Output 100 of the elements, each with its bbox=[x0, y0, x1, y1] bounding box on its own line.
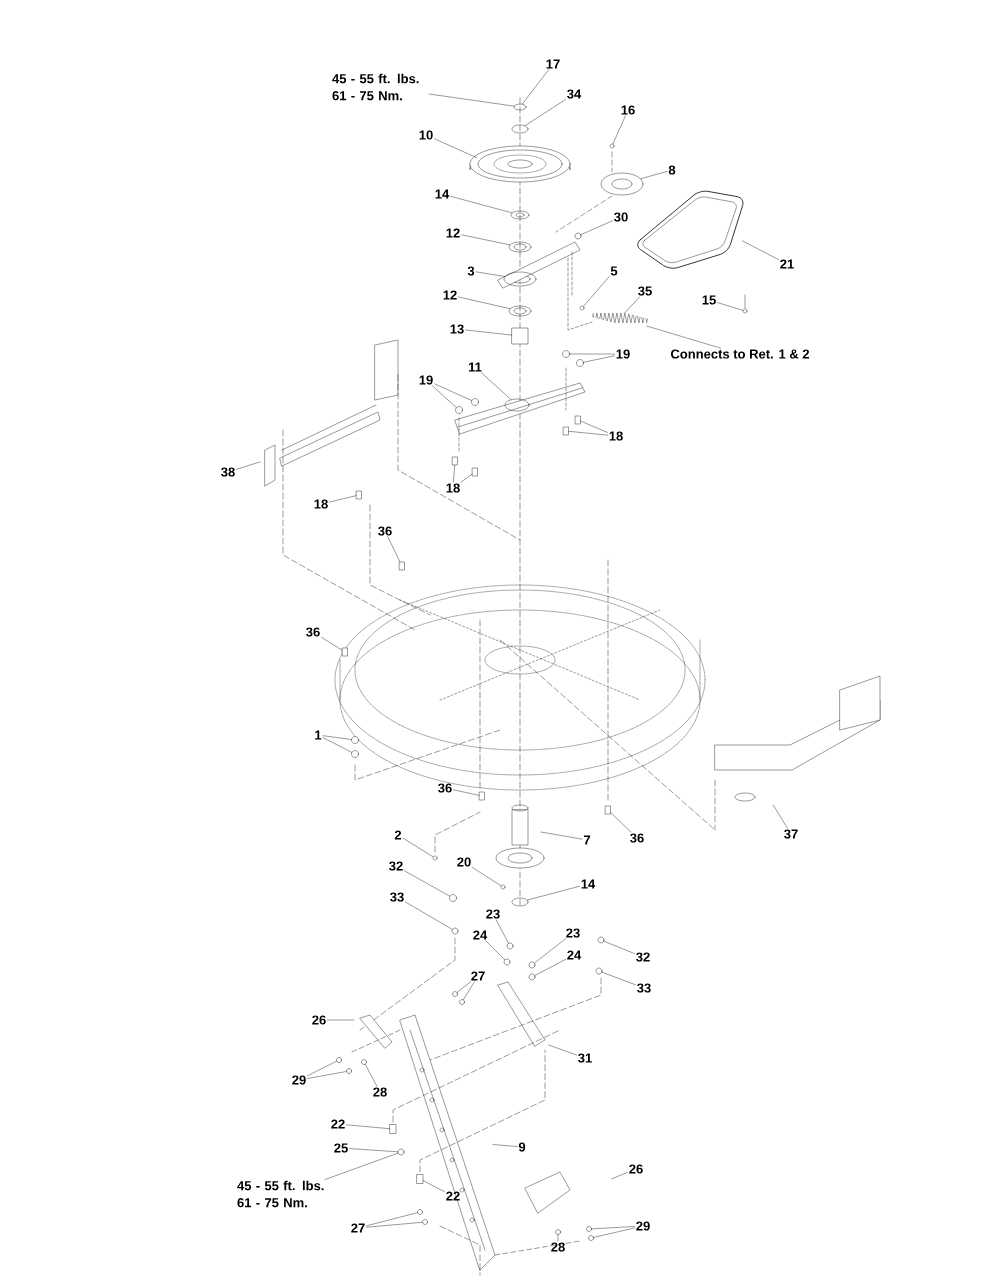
hardware-part bbox=[336, 1057, 342, 1063]
hardware-part bbox=[576, 359, 584, 367]
connection-note: Connects to Ret. 1 & 2 bbox=[670, 349, 810, 359]
callout-number: 33 bbox=[390, 892, 404, 902]
hardware-part bbox=[351, 736, 359, 744]
washer-part bbox=[511, 897, 529, 907]
leader-line bbox=[527, 886, 580, 901]
leader-line bbox=[322, 737, 352, 753]
leader-line bbox=[580, 420, 608, 433]
leader-line bbox=[485, 940, 505, 960]
hardware-part bbox=[528, 961, 536, 969]
bolt-part bbox=[389, 1124, 397, 1134]
leader-line bbox=[236, 461, 261, 470]
leader-line bbox=[327, 1019, 355, 1021]
leader-line bbox=[495, 919, 509, 944]
hardware-part bbox=[586, 1226, 592, 1232]
hardware-part bbox=[422, 1219, 428, 1225]
torque-note: 45 - 55 ft. lbs. 61 - 75 Nm. bbox=[332, 73, 419, 101]
callout-number: 23 bbox=[486, 909, 500, 919]
leader-line bbox=[611, 1172, 628, 1179]
leader-line bbox=[492, 1144, 518, 1147]
leader-line bbox=[475, 271, 505, 277]
callout-number: 22 bbox=[446, 1191, 460, 1201]
callout-number: 24 bbox=[473, 930, 488, 940]
leader-line bbox=[450, 196, 513, 214]
leader-line bbox=[583, 276, 610, 307]
callout-number: 15 bbox=[702, 295, 716, 305]
hardware-part bbox=[346, 1068, 352, 1074]
callout-number: 38 bbox=[221, 467, 235, 477]
leader-line bbox=[387, 536, 401, 562]
leader-line bbox=[534, 938, 566, 964]
callout-number: 35 bbox=[638, 286, 652, 296]
leader-line bbox=[591, 1226, 635, 1230]
bolt-part bbox=[452, 456, 458, 466]
bolt-part bbox=[563, 426, 569, 436]
callout-number: 25 bbox=[334, 1143, 348, 1153]
hardware-part bbox=[742, 308, 748, 314]
leader-line bbox=[456, 981, 471, 993]
hardware-part bbox=[361, 1059, 367, 1065]
leader-line bbox=[423, 1180, 445, 1192]
leader-line bbox=[742, 240, 779, 260]
hardware-part bbox=[351, 750, 359, 758]
leader-line bbox=[568, 431, 608, 436]
bolt-part bbox=[342, 647, 348, 657]
hardware-part bbox=[459, 999, 465, 1005]
leader-line bbox=[453, 465, 455, 483]
callout-number: 21 bbox=[780, 259, 794, 269]
hardware-part bbox=[449, 894, 457, 902]
bolt-part bbox=[605, 805, 611, 815]
leader-line bbox=[404, 870, 450, 897]
callout-number: 5 bbox=[610, 266, 618, 276]
leader-line bbox=[429, 93, 515, 107]
callout-number: 29 bbox=[292, 1075, 306, 1085]
leader-line bbox=[432, 385, 457, 408]
hardware-part bbox=[500, 884, 506, 890]
callout-number: 17 bbox=[546, 59, 560, 69]
hardware-part bbox=[451, 927, 459, 935]
leader-line bbox=[717, 302, 744, 311]
callout-number: 26 bbox=[312, 1015, 326, 1025]
spring-part bbox=[591, 312, 649, 324]
hardware-part bbox=[588, 1235, 594, 1241]
leader-line bbox=[569, 353, 615, 355]
leader-line bbox=[548, 1044, 577, 1056]
leader-line bbox=[463, 981, 475, 1000]
callout-number: 29 bbox=[636, 1221, 650, 1231]
leader-line bbox=[366, 1222, 423, 1228]
callout-number: 18 bbox=[446, 483, 460, 493]
callout-number: 23 bbox=[566, 928, 580, 938]
callout-number: 9 bbox=[518, 1142, 526, 1152]
callout-number: 24 bbox=[567, 950, 582, 960]
callout-number: 14 bbox=[581, 879, 596, 889]
leader-line bbox=[603, 941, 635, 954]
leader-line bbox=[640, 171, 668, 179]
hardware-part bbox=[503, 958, 511, 966]
callout-number: 36 bbox=[438, 783, 452, 793]
callout-number: 13 bbox=[450, 324, 464, 334]
bolt-part bbox=[356, 490, 362, 500]
hardware-part bbox=[471, 398, 479, 406]
bolt-part bbox=[479, 791, 485, 801]
callout-number: 32 bbox=[389, 861, 403, 871]
callout-number: 11 bbox=[468, 362, 482, 372]
callout-number: 37 bbox=[784, 829, 798, 839]
leader-line bbox=[481, 372, 512, 400]
callout-number: 27 bbox=[351, 1223, 365, 1233]
bolt-part bbox=[511, 327, 529, 345]
callout-number: 32 bbox=[636, 952, 650, 962]
hardware-part bbox=[562, 350, 570, 358]
leader-line bbox=[465, 329, 512, 336]
callout-number: 2 bbox=[394, 830, 402, 840]
leader-line bbox=[522, 69, 549, 105]
leader-line bbox=[557, 1234, 559, 1242]
leader-line bbox=[324, 1152, 399, 1180]
callout-number: 19 bbox=[616, 349, 630, 359]
washer-part bbox=[513, 103, 527, 111]
bolt-part bbox=[399, 561, 405, 571]
leader-line bbox=[307, 1061, 337, 1076]
leader-line bbox=[366, 1212, 418, 1227]
leader-line bbox=[601, 971, 636, 986]
callout-number: 22 bbox=[331, 1119, 345, 1129]
leader-line bbox=[773, 804, 788, 829]
